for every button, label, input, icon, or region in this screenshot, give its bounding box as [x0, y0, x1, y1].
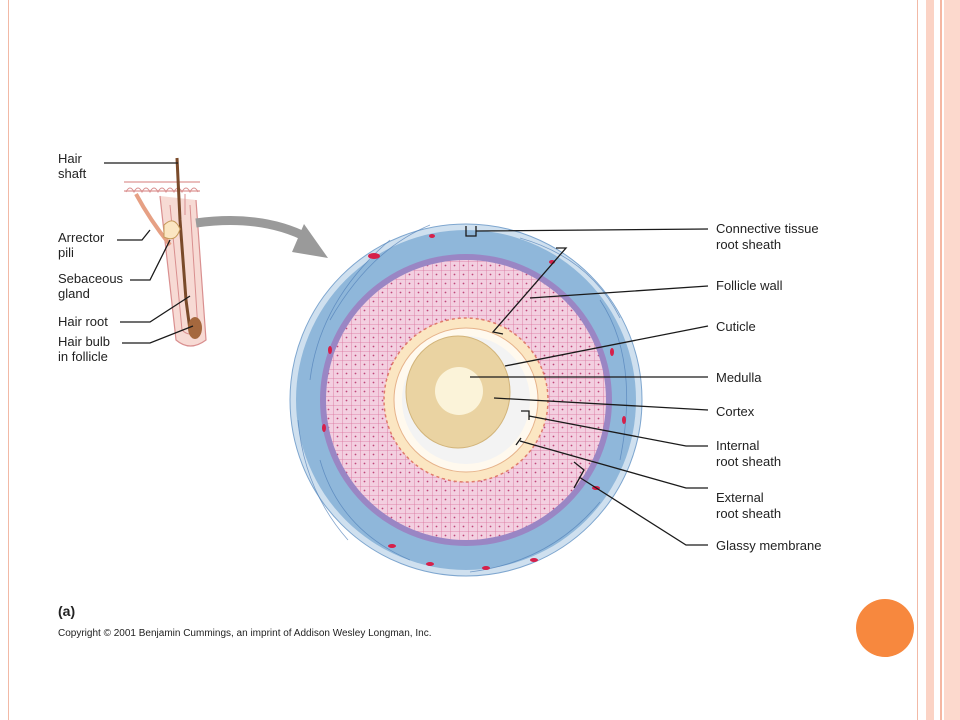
glassy-membrane-label-line: Glassy membrane: [716, 538, 821, 553]
cortex-label: Cortex: [716, 404, 755, 419]
hair-shaft-label-line: Hair: [58, 151, 83, 166]
slide-frame: [8, 0, 918, 720]
cuticle-label-line: Cuticle: [716, 319, 756, 334]
cuticle-label: Cuticle: [716, 319, 756, 334]
medulla-label-line: Medulla: [716, 370, 762, 385]
external-root-sheath-label-line: External: [716, 490, 764, 505]
internal-root-sheath-label: Internal root sheath: [716, 438, 781, 469]
hair-root-label: Hair root: [58, 314, 108, 329]
external-root-sheath-label-line: root sheath: [716, 506, 781, 521]
connective-tissue-label-line: Connective tissue: [716, 221, 819, 236]
hair-shaft-label: Hair shaft: [58, 151, 87, 181]
glassy-membrane-label: Glassy membrane: [716, 538, 821, 553]
medulla-label: Medulla: [716, 370, 762, 385]
connective-tissue-label: Connective tissue root sheath: [716, 221, 822, 252]
sebaceous-gland-label-line: gland: [58, 286, 90, 301]
connective-tissue-label-line: root sheath: [716, 237, 781, 252]
follicle-wall-label: Follicle wall: [716, 278, 783, 293]
sebaceous-gland-label: Sebaceous gland: [58, 271, 127, 301]
external-root-sheath-label: External root sheath: [716, 490, 781, 521]
internal-root-sheath-label-line: root sheath: [716, 454, 781, 469]
sebaceous-gland-label-line: Sebaceous: [58, 271, 124, 286]
hair-shaft-label-line: shaft: [58, 166, 87, 181]
copyright-text: Copyright © 2001 Benjamin Cummings, an i…: [58, 628, 431, 639]
hair-bulb-label: Hair bulb in follicle: [58, 334, 114, 364]
follicle-cross-section: [289, 223, 643, 577]
follicle-wall-label-line: Follicle wall: [716, 278, 783, 293]
arrector-pili-label-line: Arrector: [58, 230, 105, 245]
accent-circle: [856, 599, 914, 657]
decorative-band: [944, 0, 960, 720]
arrector-pili-label-line: pili: [58, 245, 74, 260]
hair-bulb-label-line: Hair bulb: [58, 334, 110, 349]
decorative-band: [926, 0, 934, 720]
cortex-label-line: Cortex: [716, 404, 755, 419]
panel-label: (a): [58, 603, 75, 619]
decorative-band: [940, 0, 942, 720]
hair-root-label-line: Hair root: [58, 314, 108, 329]
internal-root-sheath-label-line: Internal: [716, 438, 759, 453]
hair-bulb-label-line: in follicle: [58, 349, 108, 364]
skin-section-illustration: [124, 157, 207, 347]
arrector-pili-label: Arrector pili: [58, 230, 108, 260]
magnify-arrow-icon: [195, 216, 328, 258]
